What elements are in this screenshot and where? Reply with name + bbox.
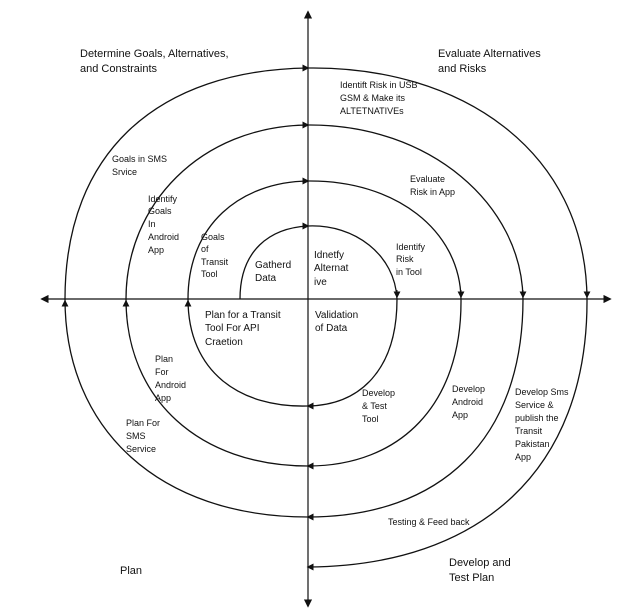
label-develop-test-tool: Develop & Test Tool [362,388,398,424]
quadrant-top-left-label: Determine Goals, Alternatives, and Const… [80,48,232,75]
label-identify-goals-android: Identify Goals In Android App [148,194,182,255]
label-validation-of-data: Validation of Data [315,310,361,334]
label-plan-sms-service: Plan For SMS Service [126,418,163,454]
quadrant-bottom-left-label: Plan [120,565,142,577]
label-develop-sms-service: Develop Sms Service & publish the Transi… [515,387,571,462]
quadrant-bottom-right-label: Develop and Test Plan [449,557,514,584]
label-plan-transit-tool: Plan for a Transit Tool For API Craetion [205,310,283,348]
quadrant-top-right-label: Evaluate Alternatives and Risks [438,48,544,75]
label-goals-of-transit-tool: Goals of Transit Tool [201,232,231,279]
spiral-loop-4-bottom [307,298,588,568]
label-plan-android-app: Plan For Android App [155,354,189,403]
label-evaluate-risk-app: Evaluate Risk in App [410,174,455,197]
label-gatherd-data: Gatherd Data [255,260,294,284]
label-testing-feedback: Testing & Feed back [388,517,470,527]
label-identify-risk-usb: Identift Risk in USB GSM & Make its ALTE… [340,80,420,116]
label-identify-risk-in-tool: Identify Risk in Tool [396,242,428,277]
label-develop-android-app: Develop Android App [452,384,488,420]
spiral-loop-3-bottom [64,298,524,518]
label-identify-alternative: Idnetfy Alternat ive [314,250,351,288]
label-goals-sms-service: Goals in SMS Srvice [112,154,170,177]
